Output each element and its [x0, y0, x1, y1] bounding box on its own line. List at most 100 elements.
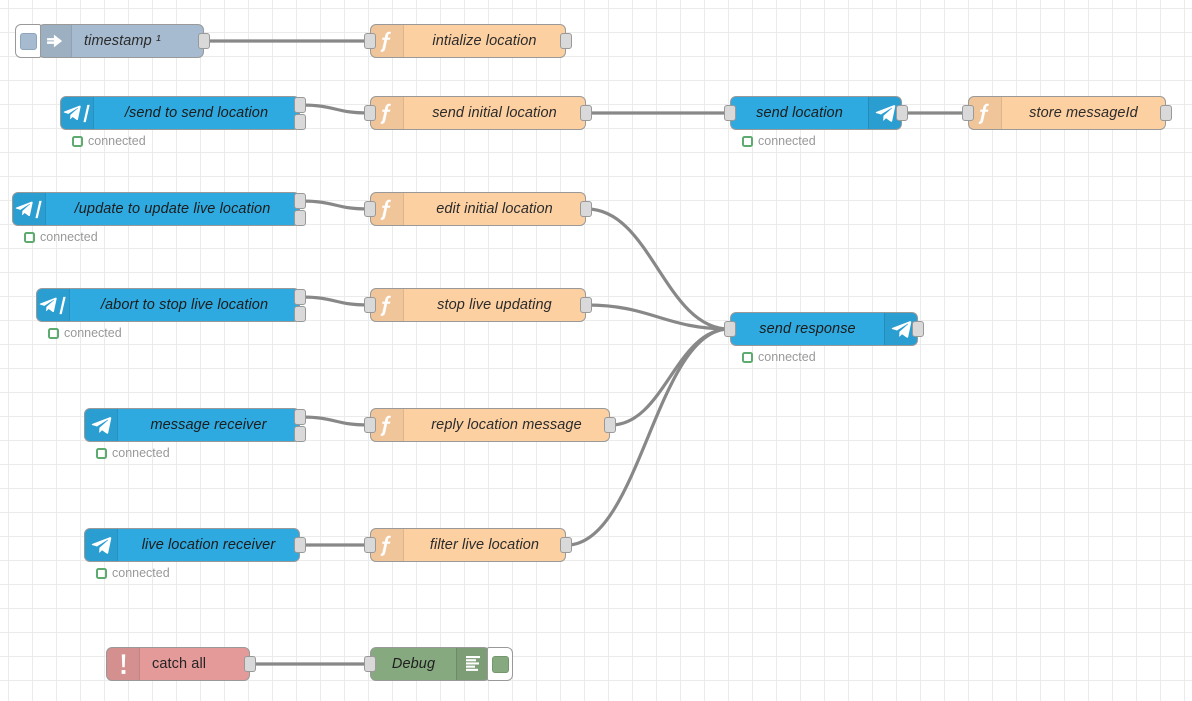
function-f-icon [371, 289, 404, 321]
debug-toggle-button[interactable] [487, 647, 513, 681]
output-port-1[interactable] [1160, 105, 1172, 121]
node-label: intialize location [432, 33, 537, 49]
status-ok-icon [96, 447, 107, 459]
node-label: send location [756, 105, 843, 121]
node-live-location-receiver[interactable]: live location receiver [84, 528, 306, 562]
wire-edit-initial-location-to-send-response[interactable] [585, 207, 731, 331]
node-send-response[interactable]: send response [724, 312, 924, 346]
status-ok-icon [742, 135, 753, 147]
node-timestamp[interactable]: timestamp ¹ [15, 24, 210, 58]
status-text: connected [112, 446, 170, 460]
node-status-abort-command: connected [48, 326, 122, 340]
function-f-icon [371, 25, 404, 57]
output-port-2[interactable] [294, 306, 306, 322]
node-label: filter live location [429, 537, 540, 553]
node-reply-location-message[interactable]: reply location message [364, 408, 616, 442]
status-text: connected [112, 566, 170, 580]
function-f-icon [371, 409, 404, 441]
status-ok-icon [72, 135, 83, 147]
telegram-plane-icon [85, 409, 118, 441]
node-send-location[interactable]: send location [724, 96, 908, 130]
node-edit-initial-location[interactable]: edit initial location [364, 192, 592, 226]
output-port-1[interactable] [294, 97, 306, 113]
node-label: /send to send location [124, 105, 269, 121]
output-port-1[interactable] [294, 289, 306, 305]
output-port-1[interactable] [560, 33, 572, 49]
output-port-2[interactable] [294, 210, 306, 226]
node-label: send response [759, 321, 856, 337]
output-port-1[interactable] [294, 537, 306, 553]
telegram-plane-icon [868, 97, 901, 129]
node-abort-command[interactable]: /abort to stop live location [36, 288, 306, 322]
output-port-1[interactable] [580, 297, 592, 313]
input-port[interactable] [364, 417, 376, 433]
input-port[interactable] [364, 537, 376, 553]
telegram-command-icon [13, 193, 46, 225]
status-text: connected [40, 230, 98, 244]
status-text: connected [758, 350, 816, 364]
inject-button-glyph [19, 32, 37, 50]
input-port[interactable] [962, 105, 974, 121]
output-port-1[interactable] [198, 33, 210, 49]
output-port-1[interactable] [604, 417, 616, 433]
wire-reply-location-message-to-send-response[interactable] [609, 327, 731, 427]
inject-trigger-button[interactable] [15, 24, 41, 58]
wire-message-receiver-to-reply-location-message[interactable] [299, 415, 371, 427]
node-status-live-location-receiver: connected [96, 566, 170, 580]
input-port[interactable] [364, 33, 376, 49]
function-f-icon [969, 97, 1002, 129]
node-label: /update to update live location [74, 201, 271, 217]
node-intialize-location[interactable]: intialize location [364, 24, 572, 58]
input-port[interactable] [724, 321, 736, 337]
node-label: /abort to stop live location [100, 297, 269, 313]
node-stop-live-updating[interactable]: stop live updating [364, 288, 592, 322]
node-label: Debug [391, 656, 436, 672]
node-catch-all[interactable]: catch all [106, 647, 256, 681]
node-status-message-receiver: connected [96, 446, 170, 460]
function-f-icon [371, 97, 404, 129]
telegram-plane-icon [884, 313, 917, 345]
input-port[interactable] [364, 297, 376, 313]
input-port[interactable] [364, 201, 376, 217]
wire-update-command-to-edit-initial-location[interactable] [299, 199, 371, 211]
output-port-1[interactable] [580, 105, 592, 121]
node-label: timestamp ¹ [84, 33, 161, 49]
output-port-1[interactable] [896, 105, 908, 121]
wire-send-command-to-send-initial-location[interactable] [299, 103, 371, 115]
node-label: reply location message [431, 417, 582, 433]
wire-abort-command-to-stop-live-updating[interactable] [299, 295, 371, 307]
output-port-1[interactable] [560, 537, 572, 553]
node-label: store messageId [1029, 105, 1138, 121]
node-label: send initial location [432, 105, 557, 121]
input-port[interactable] [364, 656, 376, 672]
output-port-1[interactable] [912, 321, 924, 337]
node-store-messageid[interactable]: store messageId [962, 96, 1172, 130]
node-send-initial-location[interactable]: send initial location [364, 96, 592, 130]
node-update-command[interactable]: /update to update live location [12, 192, 306, 226]
output-port-2[interactable] [294, 426, 306, 442]
output-port-1[interactable] [580, 201, 592, 217]
node-status-update-command: connected [24, 230, 98, 244]
node-debug[interactable]: Debug [364, 647, 513, 681]
wire-stop-live-updating-to-send-response[interactable] [585, 303, 731, 331]
node-send-command[interactable]: /send to send location [60, 96, 306, 130]
node-status-send-location: connected [742, 134, 816, 148]
node-status-send-response: connected [742, 350, 816, 364]
input-port[interactable] [724, 105, 736, 121]
node-label: edit initial location [436, 201, 553, 217]
status-text: connected [88, 134, 146, 148]
output-port-1[interactable] [294, 409, 306, 425]
status-text: connected [758, 134, 816, 148]
node-message-receiver[interactable]: message receiver [84, 408, 306, 442]
node-status-send-command: connected [72, 134, 146, 148]
node-label: stop live updating [437, 297, 552, 313]
node-filter-live-location[interactable]: filter live location [364, 528, 572, 562]
input-port[interactable] [364, 105, 376, 121]
function-f-icon [371, 193, 404, 225]
inject-arrow-icon [39, 25, 72, 57]
node-label: catch all [152, 656, 207, 672]
output-port-1[interactable] [244, 656, 256, 672]
output-port-1[interactable] [294, 193, 306, 209]
output-port-2[interactable] [294, 114, 306, 130]
